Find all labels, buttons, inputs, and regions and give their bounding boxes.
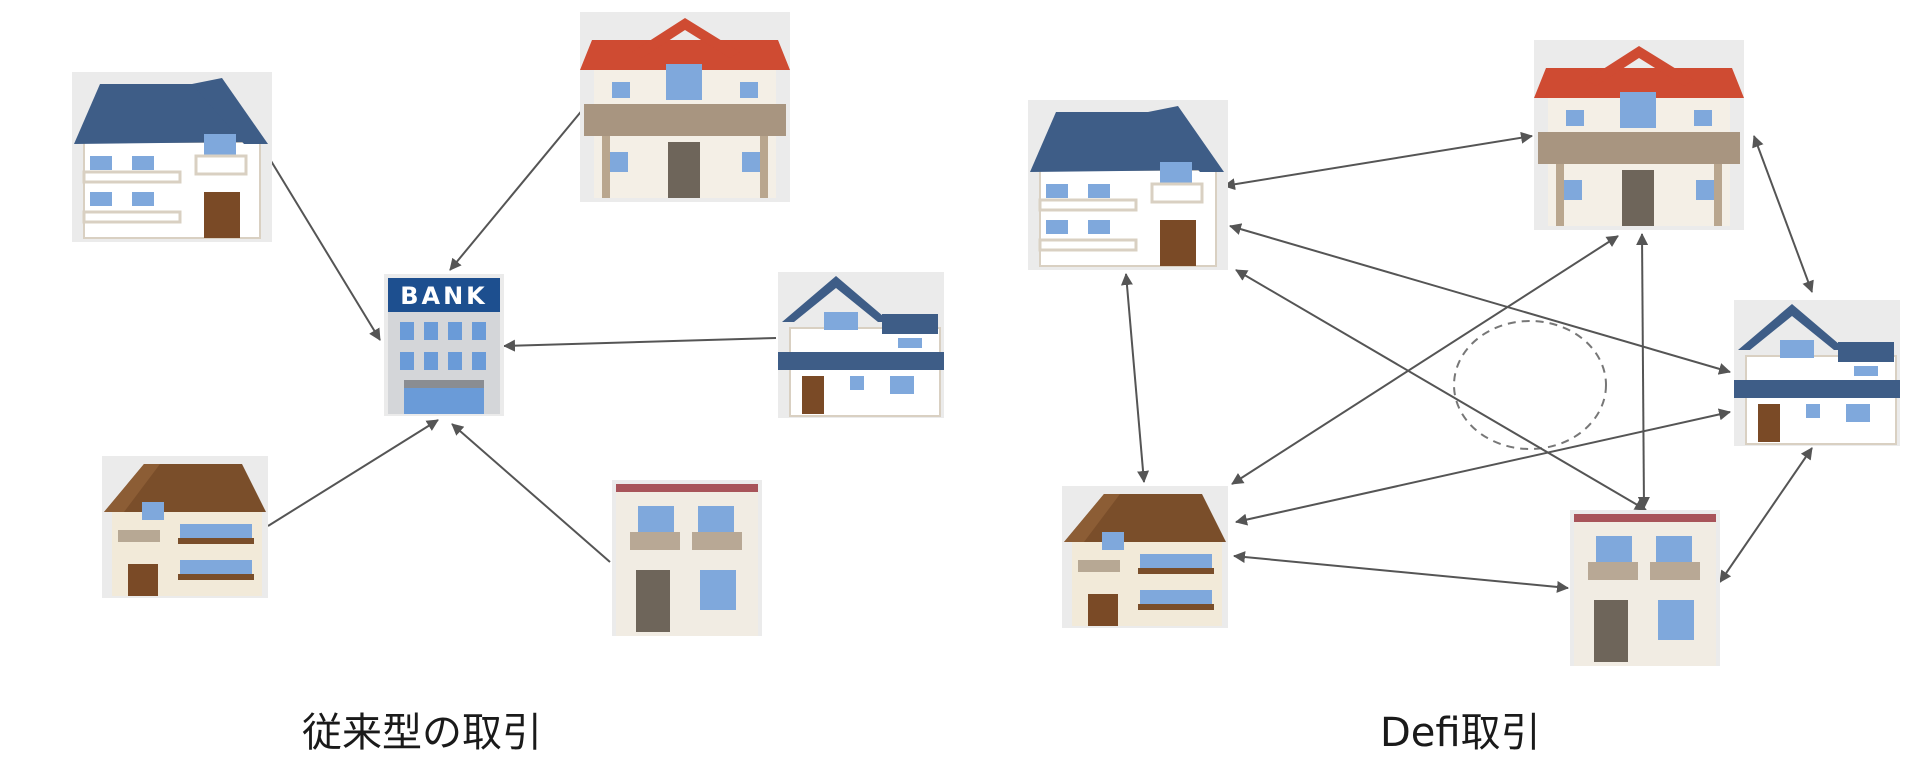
- arrow-house3-to-bank: [503, 337, 777, 352]
- arrow-d-c: [1235, 408, 1731, 526]
- arrow-house1-to-bank: [267, 155, 381, 341]
- arrow-a-e: [1235, 269, 1647, 511]
- apartment-icon: [1570, 510, 1720, 666]
- arrow-d-b: [1231, 235, 1619, 485]
- arrow-house2-to-bank: [449, 107, 585, 271]
- arrow-b-e: [1636, 233, 1650, 509]
- house-small-blue-icon: [1733, 299, 1901, 447]
- house-blue-roof-icon: [70, 70, 274, 244]
- house-small-blue-icon: [777, 271, 945, 419]
- bank-icon: BANK: [384, 274, 504, 416]
- arrow-e-c: [1719, 447, 1813, 583]
- house-red-roof-icon: [1534, 40, 1744, 230]
- arrow-apartment-to-bank: [451, 423, 611, 563]
- defi-diagram: [1026, 40, 1901, 666]
- arrow-d-e: [1233, 551, 1569, 593]
- center-dashed-ellipse: [1453, 320, 1607, 450]
- arrow-a-d: [1120, 273, 1150, 483]
- arrow-b-c: [1752, 135, 1814, 293]
- arrow-a-c: [1229, 223, 1731, 375]
- traditional-diagram: BANK: [70, 12, 945, 636]
- house-brown-roof-icon: [1062, 486, 1228, 628]
- caption-traditional: 従来型の取引: [302, 710, 542, 756]
- bank-sign-text: BANK: [400, 282, 488, 310]
- house-brown-roof-icon: [102, 456, 268, 598]
- house-red-roof-icon: [580, 12, 790, 202]
- house-blue-roof-icon: [1026, 98, 1230, 272]
- arrow-house4-to-bank: [267, 419, 439, 527]
- caption-defi: Defi取引: [1380, 710, 1541, 756]
- arrow-a-b: [1223, 131, 1533, 191]
- apartment-icon: [612, 480, 762, 636]
